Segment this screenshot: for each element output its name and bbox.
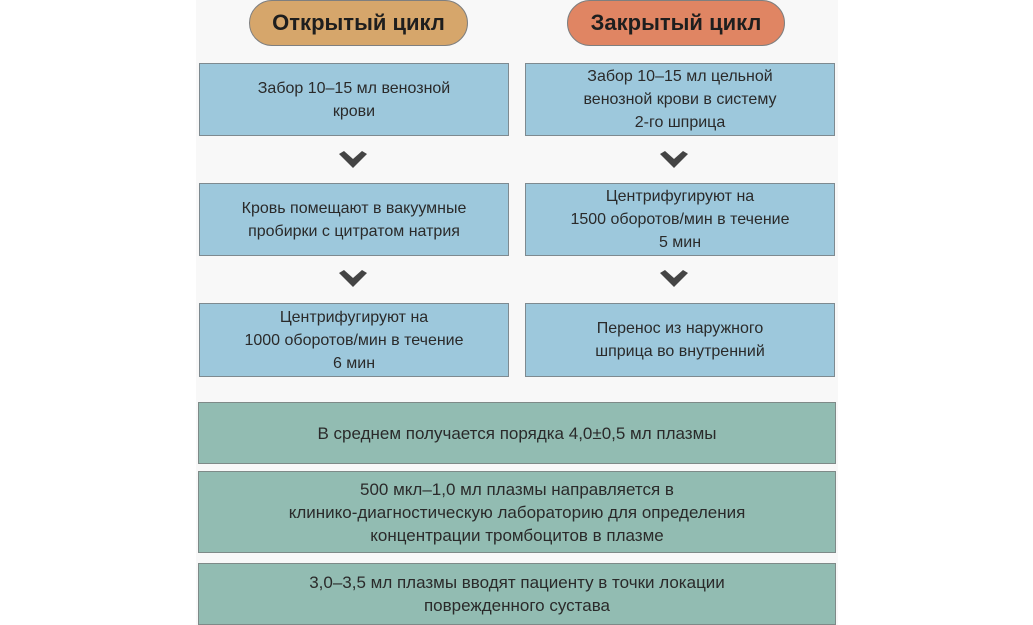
result-injection: 3,0–3,5 мл плазмы вводят пациенту в точк…: [198, 563, 836, 625]
chevron-down-icon: [337, 151, 369, 169]
result-text-line: клинико-диагностическую лабораторию для …: [288, 502, 746, 522]
step-text-line: шприца во внутренний: [595, 343, 765, 360]
step-text-line: Перенос из наружного: [596, 320, 764, 337]
open-cycle-header: Открытый цикл: [249, 0, 468, 46]
step-text-line: крови: [332, 102, 376, 120]
chevron-down-icon: [337, 270, 369, 288]
step-text-line: 5 мин: [658, 234, 702, 251]
result-plasma-yield: В среднем получается порядка 4,0±0,5 мл …: [198, 402, 836, 464]
closed-step-3: Перенос из наружного шприца во внутренни…: [525, 303, 835, 377]
closed-step-1: Забор 10–15 мл цельной венозной крови в …: [525, 63, 835, 136]
step-text-line: 6 мин: [332, 354, 376, 372]
step-text-line: Центрифугируют на: [279, 308, 429, 326]
step-text-line: 2-го шприца: [634, 114, 726, 131]
open-step-2: Кровь помещают в вакуумные пробирки с ци…: [199, 183, 509, 256]
closed-cycle-header: Закрытый цикл: [567, 0, 785, 46]
result-text-line: В среднем получается порядка 4,0±0,5 мл …: [317, 423, 717, 443]
result-text-line: 500 мкл–1,0 мл плазмы направляется в: [360, 479, 674, 499]
closed-step-2: Центрифугируют на 1500 оборотов/мин в те…: [525, 183, 835, 256]
step-text-line: Забор 10–15 мл венозной: [257, 79, 451, 97]
step-text-line: Забор 10–15 мл цельной: [587, 68, 773, 85]
result-text-line: 3,0–3,5 мл плазмы вводят пациенту в точк…: [309, 573, 725, 592]
open-step-3: Центрифугируют на 1000 оборотов/мин в те…: [199, 303, 509, 377]
open-step-1: Забор 10–15 мл венозной крови: [199, 63, 509, 136]
step-text-line: венозной крови в систему: [583, 91, 777, 108]
chevron-down-icon: [658, 270, 690, 288]
result-text-line: концентрации тромбоцитов в плазме: [370, 525, 664, 545]
step-text-line: 1500 оборотов/мин в течение: [570, 211, 790, 228]
step-text-line: Кровь помещают в вакуумные: [241, 199, 467, 217]
step-text-line: пробирки с цитратом натрия: [248, 222, 460, 240]
step-text-line: Центрифугируют на: [605, 188, 755, 205]
step-text-line: 1000 оборотов/мин в течение: [244, 331, 464, 349]
result-lab-analysis: 500 мкл–1,0 мл плазмы направляется в кли…: [198, 471, 836, 553]
result-text-line: поврежденного сустава: [423, 596, 611, 615]
chevron-down-icon: [658, 151, 690, 169]
